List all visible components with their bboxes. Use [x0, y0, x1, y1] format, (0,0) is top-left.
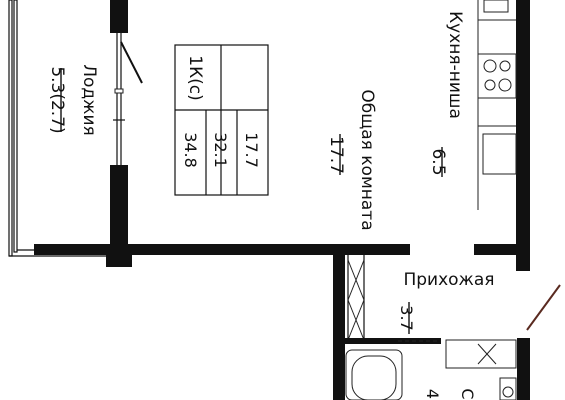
living-area: 17.7 — [242, 132, 261, 168]
washbasin-icon — [499, 377, 517, 400]
wall-bathroom-top — [345, 338, 441, 344]
summary-table: 1К(с) 34.8 32.1 17.7 — [174, 44, 269, 196]
total-with-loggia: 34.8 — [181, 132, 200, 168]
door-swing-line — [526, 284, 561, 331]
hall-name: Прихожая — [403, 270, 494, 290]
total-area: 32.1 — [211, 132, 230, 168]
bathroom-name: С — [458, 388, 477, 399]
svg-text:17.7: 17.7 — [326, 136, 346, 174]
kitchen-counter — [477, 0, 516, 210]
svg-text:5.3(2.7): 5.3(2.7) — [47, 66, 67, 133]
wall-kitchen-bottom — [474, 244, 530, 255]
wall-loggia-top — [110, 0, 128, 33]
stove-icon — [477, 53, 517, 99]
kitchen-area: 6.5 — [428, 147, 448, 177]
wall-loggia-stub — [106, 244, 132, 267]
wall-loggia-bottom — [110, 165, 128, 267]
wall-kitchen-right — [516, 0, 530, 256]
loggia-name: Лоджия — [79, 64, 99, 136]
loggia-outline — [8, 0, 128, 257]
living-room-name: Общая комната — [357, 89, 377, 230]
hall-area: 3.7 — [397, 302, 416, 334]
apartment-type: 1К(с) — [185, 55, 205, 101]
loggia-door[interactable] — [113, 33, 143, 165]
svg-text:6.5: 6.5 — [428, 148, 448, 175]
kitchen-name: Кухня-ниша — [445, 11, 465, 119]
loggia-area: 5.3(2.7) — [47, 66, 67, 133]
bathtub-icon — [345, 349, 403, 400]
living-room-area: 17.7 — [326, 134, 346, 175]
bathroom-door[interactable] — [398, 339, 517, 369]
svg-text:3.7: 3.7 — [397, 305, 416, 330]
sink-icon — [478, 125, 517, 175]
wall-bathroom-right — [517, 338, 530, 400]
wall-horizontal — [34, 244, 410, 255]
wall-hall-left — [333, 255, 345, 400]
entrance-door[interactable] — [347, 255, 365, 341]
bathroom-area: 4 — [423, 389, 442, 399]
